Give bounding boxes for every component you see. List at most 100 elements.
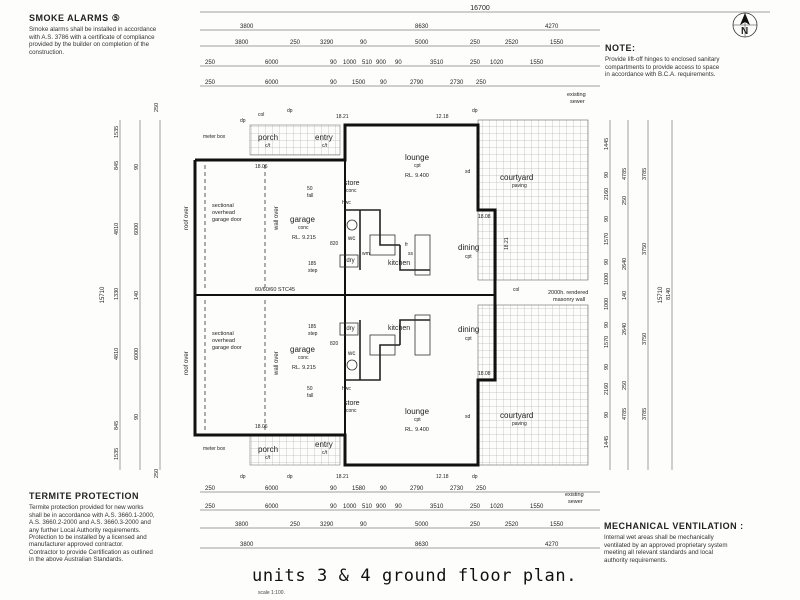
hwc-label: hwc xyxy=(342,200,351,206)
dim-text: 1445 xyxy=(604,436,610,448)
dim-text: 1550 xyxy=(530,504,544,510)
north-arrow-icon: N xyxy=(732,12,758,38)
dim-text: 1580 xyxy=(352,486,366,492)
dining-finish: cpt xyxy=(465,254,472,260)
porch-entry-paving-lower xyxy=(249,434,341,466)
dim-text: 6000 xyxy=(265,80,279,86)
dim-text: 2730 xyxy=(450,80,464,86)
dim-text: 6000 xyxy=(134,348,140,360)
downpipe-label: dp xyxy=(287,474,293,480)
store-finish: conc xyxy=(346,408,357,414)
dim-text: 3510 xyxy=(430,504,444,510)
dim-text: 90 xyxy=(604,216,610,222)
dim-text: 1000 xyxy=(343,60,357,66)
step-label: step xyxy=(308,331,318,337)
dim-text: 3785 xyxy=(642,168,648,180)
garage-door-label: sectional xyxy=(212,203,234,209)
dim-text: 250 xyxy=(622,196,628,205)
party-wall-label: 60/60/60 STC45 xyxy=(255,287,295,293)
dim-text: 3800 xyxy=(240,24,254,30)
top-dims: 3800 8630 4270 3800 250 3290 90 5000 250… xyxy=(205,24,564,86)
internal-walls xyxy=(345,209,430,381)
dim-text: 90 xyxy=(134,414,140,420)
ventilation-line: ventilated by an approved proprietary sy… xyxy=(604,541,728,549)
garage-door-label: garage door xyxy=(212,345,242,351)
dim-text: 2790 xyxy=(410,80,424,86)
step-label: step xyxy=(308,268,318,274)
level-label: 12.18 xyxy=(436,114,449,120)
dim-text: 8630 xyxy=(415,542,429,548)
sliding-door-label: sd xyxy=(465,169,471,175)
smoke-alarms-note: SMOKE ALARMS ⑤ Smoke alarms shall be ins… xyxy=(29,13,209,56)
entry-finish: c/t xyxy=(322,143,328,149)
unit-4-labels: porch c/t entry c/t meter box garage con… xyxy=(184,324,533,480)
kitchen-label: kitchen xyxy=(388,260,410,267)
lounge-rl: RL. 9.400 xyxy=(405,173,429,179)
level-label: 18.08 xyxy=(478,371,491,377)
dim-text: 250 xyxy=(470,504,481,510)
note-line: in accordance with B.C.A. requirements. xyxy=(605,71,716,79)
downpipe-label: dp xyxy=(287,108,293,114)
hwc-label: hwc xyxy=(342,386,351,392)
dim-text: 3750 xyxy=(642,243,648,255)
unit-3-labels: porch c/t entry c/t meter box garage con… xyxy=(184,108,533,274)
level-label: 18.21 xyxy=(336,114,349,120)
smoke-alarm-badge-icon: ⑤ xyxy=(111,13,121,23)
dim-text: 1020 xyxy=(490,60,504,66)
dining-finish: cpt xyxy=(465,336,472,342)
lounge-label: lounge xyxy=(405,153,430,162)
dim-text: 4810 xyxy=(114,348,120,360)
sink-label: ss xyxy=(408,251,414,257)
dim-text: 90 xyxy=(604,322,610,328)
dim-text: 3290 xyxy=(320,40,334,46)
top-dimension-lines xyxy=(119,11,770,549)
garage-door-lines xyxy=(204,165,266,430)
dim-text: 250 xyxy=(622,381,628,390)
ventilation-line: Internal wet areas shall be mechanically xyxy=(604,534,714,542)
dim-text: 90 xyxy=(360,522,367,528)
dim-text: 3800 xyxy=(235,40,249,46)
courtyard-label: courtyard xyxy=(500,173,533,182)
dim-text: 1000 xyxy=(604,298,610,310)
dim-text: 250 xyxy=(205,486,216,492)
dim-text: 3785 xyxy=(642,408,648,420)
porch-entry-paving-upper xyxy=(249,124,341,156)
existing-sewer-label: sewer xyxy=(570,99,585,105)
masonry-wall-label: 2000h. rendered xyxy=(548,290,588,296)
fall-label: fall xyxy=(307,193,313,199)
dim-text: 1550 xyxy=(550,522,564,528)
overall-height-left-label: 15710 xyxy=(100,286,106,303)
termite-heading: TERMITE PROTECTION xyxy=(29,491,139,501)
plan-scale: scale 1:100. xyxy=(258,590,285,596)
dim-text: 90 xyxy=(330,60,337,66)
dim-text: 1000 xyxy=(343,504,357,510)
dim-text: 8140 xyxy=(666,288,672,300)
lounge-finish: cpt xyxy=(414,163,421,169)
dim-text: 4270 xyxy=(545,24,559,30)
termite-line: A.S. 3660.2-2000 and A.S. 3660.3-2000 an… xyxy=(29,519,151,527)
masonry-wall-label: masonry wall xyxy=(553,297,585,303)
dim-text: 90 xyxy=(604,364,610,370)
smoke-line: construction. xyxy=(29,48,65,56)
dim-text: 2640 xyxy=(622,323,628,335)
dim-text: 90 xyxy=(604,259,610,265)
dim-text: 845 xyxy=(114,421,120,430)
dim-text: 1330 xyxy=(114,288,120,300)
garage-label: garage xyxy=(290,345,315,354)
external-walls xyxy=(193,123,497,467)
overall-height-right-label: 15710 xyxy=(658,286,664,303)
overall-width-label: 16700 xyxy=(470,5,490,12)
courtyard-label: courtyard xyxy=(500,411,533,420)
termite-protection-note: TERMITE PROTECTION Termite protection pr… xyxy=(29,491,209,564)
sliding-door-label: sd xyxy=(465,414,471,420)
dim-text: 90 xyxy=(604,172,610,178)
smoke-alarms-title: SMOKE ALARMS xyxy=(29,13,109,23)
dim-text: 1550 xyxy=(530,60,544,66)
dim-text: 250 xyxy=(476,486,487,492)
laundry-label: ldry xyxy=(345,326,355,332)
laundry-label: ldry xyxy=(345,258,355,264)
wc-label: wc xyxy=(347,236,355,242)
entry-label: entry xyxy=(315,440,333,449)
store-label: store xyxy=(344,180,360,187)
